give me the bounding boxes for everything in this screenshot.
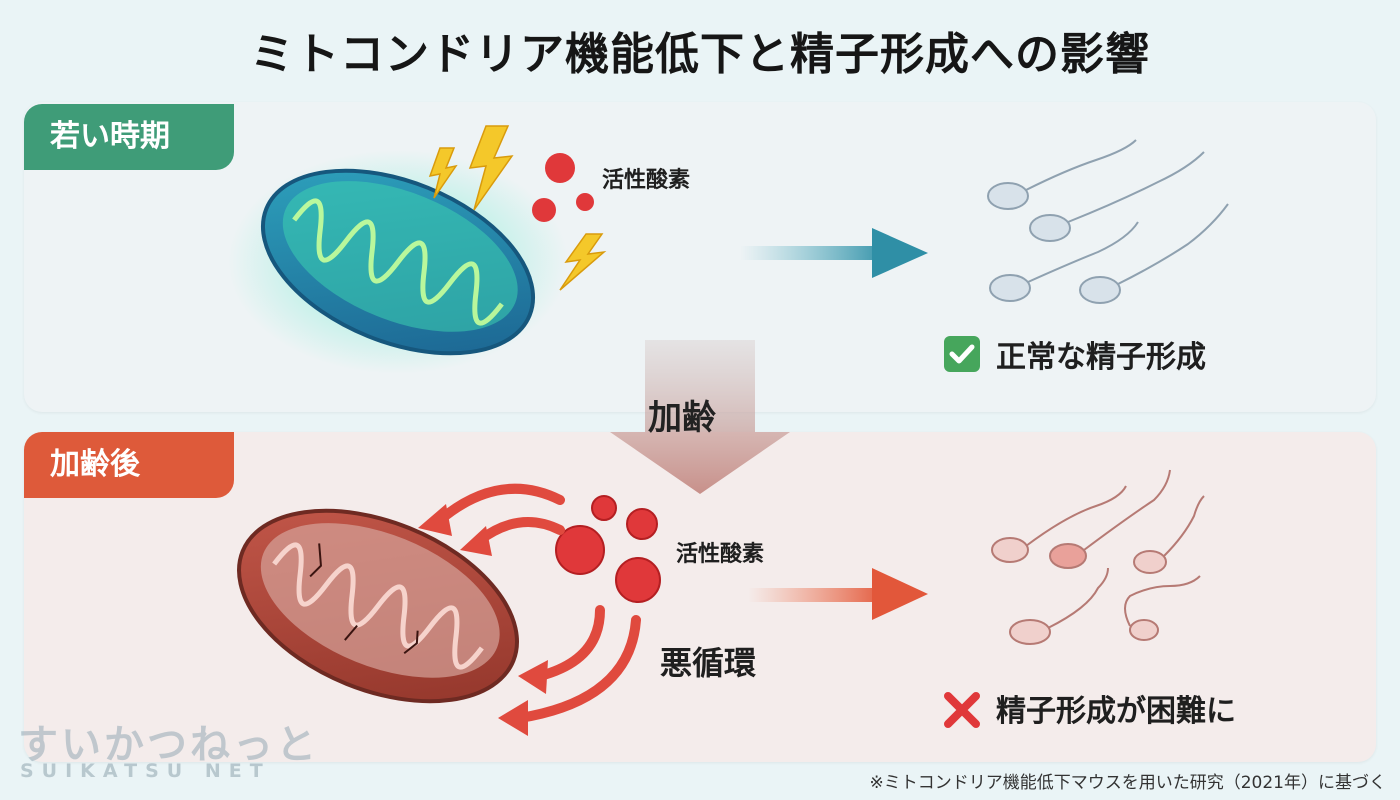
- healthy-mitochondria-icon: [228, 150, 568, 374]
- damaged-sperm-icon: [991, 469, 1205, 645]
- impaired-spermatogenesis-label: 精子形成が困難に: [996, 694, 1236, 729]
- young-period-tag: 若い時期: [24, 104, 234, 170]
- vicious-cycle-arrows-icon: [435, 483, 641, 723]
- cross-icon: [942, 690, 982, 730]
- watermark-logo: すいかつねっと: [18, 722, 319, 768]
- ros-particles-young: [532, 153, 594, 222]
- footnote: ※ミトコンドリア機能低下マウスを用いた研究（2021年）に基づく: [869, 773, 1386, 793]
- ros-label-aged: 活性酸素: [676, 542, 765, 567]
- aging-arrow-icon: [610, 340, 790, 494]
- watermark-subtext: SUIKATSU NET: [20, 760, 271, 782]
- vicious-cycle-label: 悪循環: [660, 644, 757, 682]
- ros-label-young: 活性酸素: [602, 168, 691, 193]
- damaged-mitochondria-icon: [237, 508, 519, 704]
- aged-arrow-icon: [748, 568, 928, 620]
- vicious-cycle-arrowheads: [418, 504, 548, 736]
- lightning-icon: [428, 125, 607, 291]
- page-title: ミトコンドリア機能低下と精子形成への影響: [250, 29, 1150, 80]
- aged-period-tag: 加齢後: [24, 432, 234, 498]
- ros-particles-aged: [555, 495, 661, 603]
- check-icon: [944, 336, 980, 372]
- young-arrow-icon: [740, 228, 928, 278]
- healthy-sperm-icon: [987, 139, 1229, 304]
- aging-label: 加齢: [648, 398, 716, 438]
- normal-spermatogenesis-label: 正常な精子形成: [996, 340, 1206, 375]
